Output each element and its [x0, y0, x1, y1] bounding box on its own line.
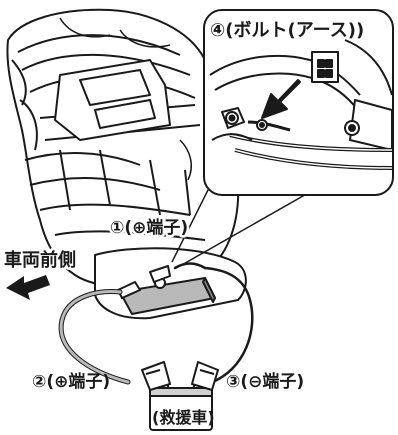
arrow-left-icon — [6, 275, 50, 300]
clamp-icon — [149, 265, 171, 283]
motorcycle-body — [6, 8, 240, 288]
label-minus-terminal-3: ③(⊖端子) — [226, 371, 304, 392]
label-bolt-earth: ④(ボルト(アース)) — [210, 20, 364, 41]
label-plus-terminal-1: ①(⊕端子) — [110, 217, 188, 238]
bolt-icon — [221, 107, 245, 129]
callout-leaders — [171, 181, 311, 267]
label-vehicle-front: 車両前側 — [4, 249, 76, 271]
label-rescue-vehicle: (救援車) — [152, 408, 215, 427]
zoom-callout — [203, 9, 394, 196]
arrow-down-left-icon — [261, 79, 301, 119]
label-plus-terminal-2: ②(⊕端子) — [32, 371, 110, 392]
jumper-cables — [58, 262, 254, 385]
battery-compartment — [94, 247, 247, 320]
clamp-icon — [141, 361, 219, 391]
